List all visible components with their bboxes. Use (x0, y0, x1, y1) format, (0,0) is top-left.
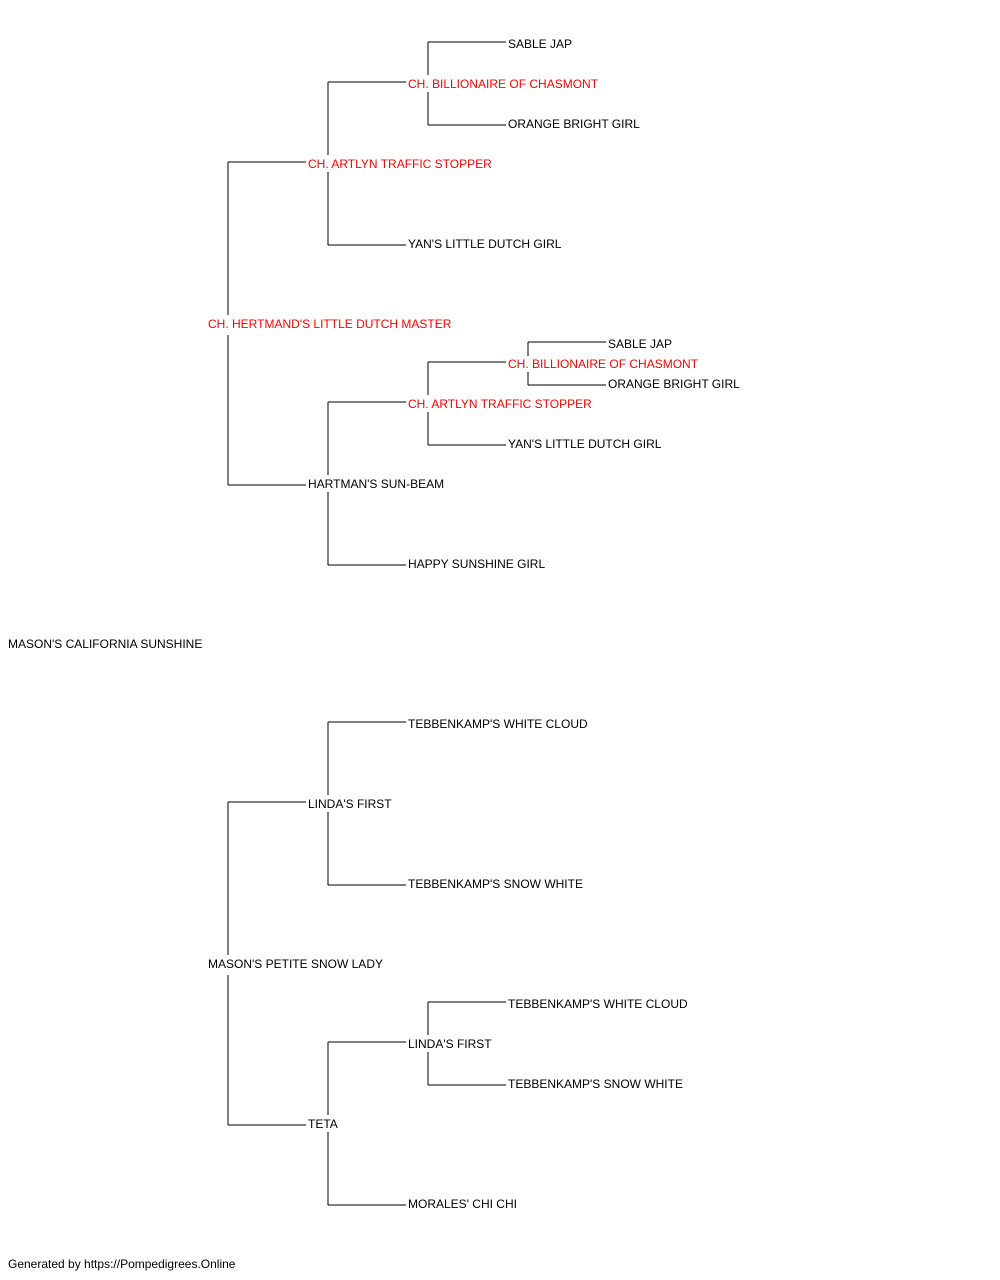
connector-sire-bracket (227, 161, 306, 486)
sire-sire-name: CH. ARTLYN TRAFFIC STOPPER (308, 157, 492, 171)
sire-sire-sire-dam-name: ORANGE BRIGHT GIRL (508, 117, 640, 131)
connector-dam-sire-bracket (327, 721, 406, 886)
dam-dam-dam-name: MORALES' CHI CHI (408, 1197, 517, 1211)
dam-sire-sire-name: TEBBENKAMP'S WHITE CLOUD (408, 717, 588, 731)
sire-dam-sire-dam-name: YAN'S LITTLE DUTCH GIRL (508, 437, 662, 451)
connector-sire-dam-bracket (327, 401, 406, 566)
sire-sire-sire-sire-name: SABLE JAP (508, 37, 573, 51)
connector-billionaire-bracket-2 (527, 341, 606, 386)
dam-dam-sire-sire-name: TEBBENKAMP'S WHITE CLOUD (508, 997, 688, 1011)
sire-dam-name: HARTMAN'S SUN-BEAM (308, 477, 445, 491)
sire-dam-sire-name: CH. ARTLYN TRAFFIC STOPPER (408, 397, 592, 411)
dam-dam-sire-dam-name: TEBBENKAMP'S SNOW WHITE (508, 1077, 683, 1091)
generated-by-footer: Generated by https://Pompedigrees.Online (8, 1257, 236, 1271)
connector-traffic-stopper-bracket-2 (427, 361, 506, 446)
connector-billionaire-bracket-1 (427, 41, 506, 126)
dam-sire-name: LINDA'S FIRST (308, 797, 392, 811)
sire-name: CH. HERTMAND'S LITTLE DUTCH MASTER (208, 317, 452, 331)
dam-name: MASON'S PETITE SNOW LADY (208, 957, 383, 971)
sire-sire-dam-name: YAN'S LITTLE DUTCH GIRL (408, 237, 562, 251)
dam-dam-sire-name: LINDA'S FIRST (408, 1037, 492, 1051)
sire-dam-sire-sire-sire-name: SABLE JAP (608, 337, 673, 351)
sire-dam-sire-sire-name: CH. BILLIONAIRE OF CHASMONT (508, 357, 699, 371)
sire-dam-sire-sire-dam-name: ORANGE BRIGHT GIRL (608, 377, 740, 391)
sire-dam-dam-name: HAPPY SUNSHINE GIRL (408, 557, 546, 571)
sire-sire-sire-name: CH. BILLIONAIRE OF CHASMONT (408, 77, 599, 91)
connector-sire-sire-bracket (327, 81, 406, 246)
connector-lindas-first-bracket-2 (427, 1001, 506, 1086)
connector-dam-bracket (227, 801, 306, 1126)
dam-dam-name: TETA (308, 1117, 338, 1131)
connector-dam-dam-bracket (327, 1041, 406, 1206)
subject-name: MASON'S CALIFORNIA SUNSHINE (8, 637, 203, 651)
dam-sire-dam-name: TEBBENKAMP'S SNOW WHITE (408, 877, 583, 891)
